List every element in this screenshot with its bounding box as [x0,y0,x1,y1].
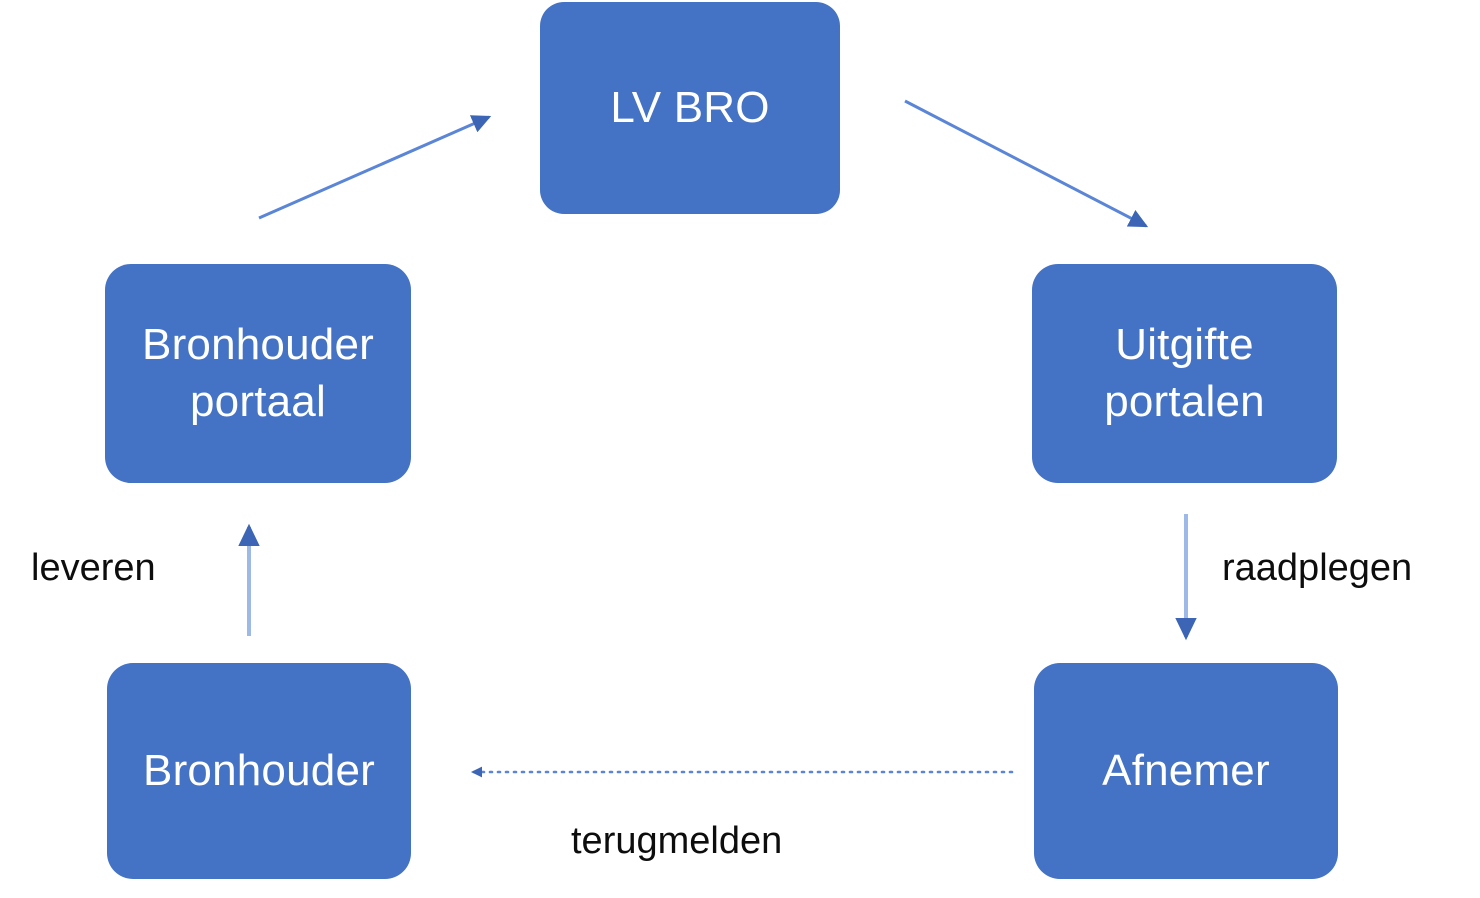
edge-label-raadplegen: raadplegen [1222,547,1413,589]
node-uitgifte-portalen[interactable]: Uitgifte portalen [1032,264,1337,483]
edge-label-terugmelden: terugmelden [571,820,783,862]
edge-bronhouder-portaal-to-lv-bro [258,115,492,220]
node-lv-bro[interactable]: LV BRO [540,2,840,214]
edge-label-leveren: leveren [31,547,156,589]
node-bronhouder[interactable]: Bronhouder [107,663,411,879]
node-bronhouder-portaal[interactable]: Bronhouder portaal [105,264,411,483]
edge-lv-bro-to-uitgifte-portalen [904,99,1149,228]
node-afnemer[interactable]: Afnemer [1034,663,1338,879]
